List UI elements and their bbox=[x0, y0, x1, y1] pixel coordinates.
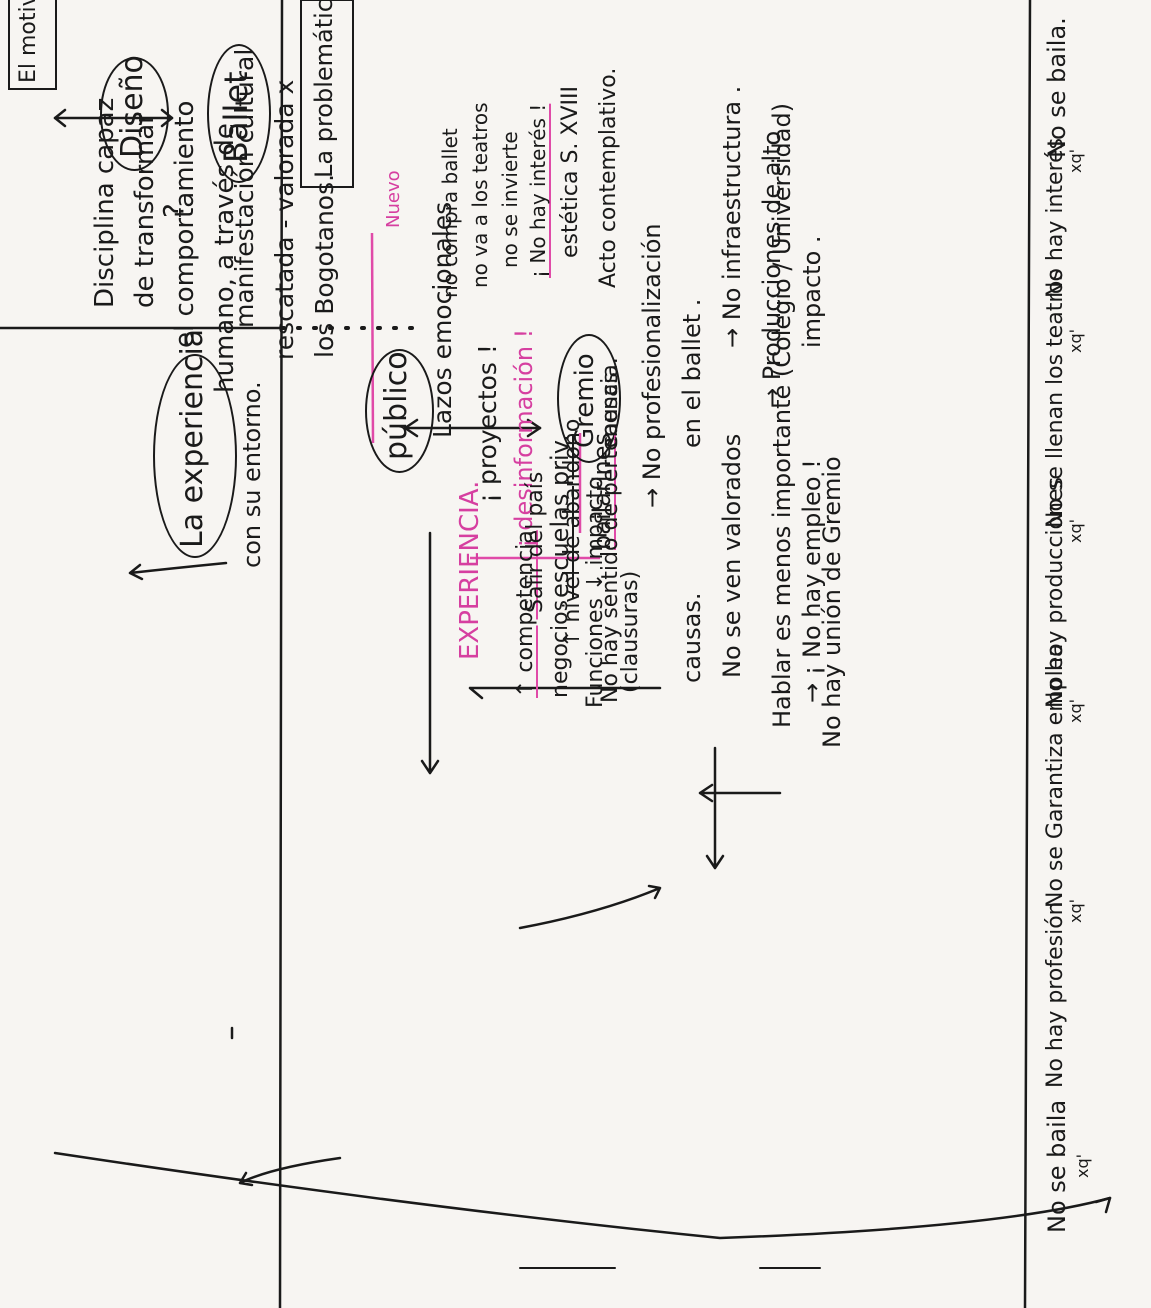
ballet-def-line-1: manifestación cultural bbox=[230, 48, 259, 328]
bailarines-item-1: Salir del país bbox=[523, 471, 548, 613]
chain-item-7: No se baila. bbox=[1043, 17, 1071, 158]
infraestructura-line: → No infraestructura . bbox=[718, 85, 746, 348]
exp-arrow bbox=[128, 561, 228, 581]
section-divider-2 bbox=[1023, 0, 1032, 1308]
experiencia-title: La experiencia bbox=[175, 328, 210, 548]
ballet-def-line-2: rescatada - valorada x bbox=[270, 79, 299, 360]
empleo-arrow bbox=[518, 884, 662, 930]
problematica-label: La problemática bbox=[310, 0, 338, 178]
escuelas-item-4: (clausuras) bbox=[618, 570, 643, 693]
chain-xq-5: xq' bbox=[1066, 328, 1085, 353]
acto-line: Acto contemplativo. bbox=[596, 67, 621, 288]
diseno-def-line-2: de transformar bbox=[130, 113, 160, 308]
publico-item-4: ¡ No hay interés ! bbox=[526, 103, 550, 278]
causas-right-arrow bbox=[705, 746, 725, 870]
publico-title: público bbox=[379, 351, 414, 460]
causas-item-1: No se ven valorados bbox=[718, 433, 746, 678]
estetica-line: estética S. XVIII bbox=[558, 85, 583, 258]
causas-bracket bbox=[468, 686, 662, 700]
causas-left-arrow bbox=[698, 783, 782, 803]
chain-xq-1: xq' bbox=[1073, 1153, 1092, 1178]
nuevo-label: Nuevo bbox=[383, 170, 404, 228]
experiencia-arrow bbox=[420, 531, 440, 775]
diseno-def-line-3: el comportamiento bbox=[170, 100, 200, 348]
causas-left-label: causas bbox=[598, 372, 623, 448]
causas-right-label: causas. bbox=[678, 592, 706, 683]
chain-item-6: No hay interés bbox=[1043, 137, 1068, 298]
experiencia-caps: EXPERIENCIA. bbox=[455, 480, 485, 660]
diseno-def-line-1: Disciplina capaz bbox=[90, 97, 120, 308]
chain-item-2: No hay profesión bbox=[1043, 901, 1068, 1088]
motivo-label: El motivo bbox=[16, 0, 41, 83]
chain-xq-4: xq' bbox=[1066, 518, 1085, 543]
publico-item-2: no va a los teatros bbox=[468, 102, 492, 288]
chain-item-1: No se baila bbox=[1043, 1099, 1071, 1233]
publico-item-1: no compra ballet bbox=[438, 128, 462, 298]
chain-item-5: No se llenan los teatros bbox=[1043, 269, 1068, 528]
ballet-def-line-3: los Bogotanos. bbox=[310, 173, 339, 358]
bailarines-item-2: ↑ nivel de abandono bbox=[560, 418, 585, 648]
entorno-text: con su entorno. bbox=[238, 381, 266, 568]
producciones-line-1: → Producciones de alto bbox=[758, 130, 786, 408]
chain-xq-3: xq' bbox=[1066, 698, 1085, 723]
producciones-line-2: impacto . bbox=[798, 235, 826, 348]
profesional-line-1: → No profesionalización bbox=[638, 223, 666, 508]
no-empleo-line: → ¡ No hay empleo ! bbox=[798, 459, 826, 703]
chain-xq-2: xq' bbox=[1066, 898, 1085, 923]
proyectos-text: ¡ proyectos ! bbox=[473, 344, 502, 503]
profesional-line-2: en el ballet . bbox=[678, 298, 706, 448]
publico-item-3: no se invierte bbox=[498, 131, 522, 268]
cycle-curve bbox=[53, 1151, 1112, 1240]
section-divider-1 bbox=[278, 0, 284, 1308]
